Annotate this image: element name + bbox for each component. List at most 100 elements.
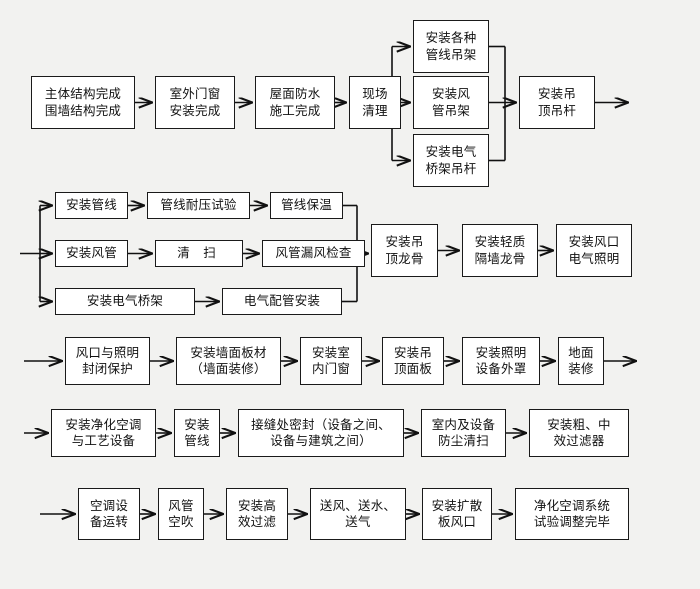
flow-node-n6: 安装风管吊架: [413, 76, 489, 129]
flow-node-line: 安装各种: [425, 31, 477, 45]
flow-node-n3: 屋面防水施工完成: [255, 76, 335, 129]
flow-node-n23: 安装吊顶面板: [382, 337, 444, 385]
flow-node-n33: 安装高效过滤: [226, 488, 288, 540]
flow-node-n4: 现场清理: [349, 76, 401, 129]
flow-node-n16: 电气配管安装: [222, 288, 342, 315]
flow-node-line: 管线吊架: [425, 47, 477, 62]
flow-node-line: 安装吊: [393, 345, 433, 360]
flow-node-line: 室外门窗: [169, 87, 221, 101]
flow-node-n12: 安装风管: [55, 240, 128, 267]
flow-node-n36: 净化空调系统试验调整完毕: [515, 488, 629, 540]
flow-node-n27: 安装管线: [174, 409, 220, 457]
flow-node-n29: 室内及设备防尘清扫: [421, 409, 506, 457]
flow-node-line: 围墙结构完成: [44, 103, 122, 118]
flow-node-line: 设备外罩: [475, 362, 527, 376]
flow-node-n26: 安装净化空调与工艺设备: [51, 409, 156, 457]
flow-node-n9: 安装管线: [55, 192, 128, 219]
flow-node-line: 安装照明: [475, 345, 527, 360]
flow-node-n32: 风管空吹: [158, 488, 204, 540]
flow-node-line: 试验调整完毕: [533, 515, 611, 529]
flow-node-n5: 安装各种管线吊架: [413, 20, 489, 73]
flow-node-line: 现场: [362, 87, 388, 101]
flow-node-line: 风管漏风检查: [275, 246, 352, 261]
flow-node-line: 安装管线: [66, 198, 117, 213]
flow-node-line: 安装吊: [385, 235, 424, 249]
flow-node-n34: 送风、送水、送气: [310, 488, 406, 540]
flow-node-n1: 主体结构完成围墙结构完成: [31, 76, 135, 129]
flow-node-n25: 地面装修: [558, 337, 604, 385]
flow-node-line: 内门窗: [311, 362, 351, 376]
flow-node-n10: 管线耐压试验: [147, 192, 250, 219]
flow-node-line: 与工艺设备: [71, 434, 136, 448]
flow-node-line: 顶龙骨: [385, 251, 424, 266]
flow-node-line: 隔墙龙骨: [474, 251, 526, 266]
flow-node-line: 安装电气: [425, 145, 477, 159]
flow-node-line: 效过滤器: [553, 434, 605, 448]
flow-node-line: 净化空调系统: [533, 498, 611, 513]
flow-node-line: 板风口: [437, 515, 477, 529]
flow-node-line: 安装室: [311, 345, 351, 360]
flow-node-line: 屋面防水: [269, 87, 321, 101]
flow-node-line: 安装净化空调: [65, 417, 142, 432]
flow-node-line: 施工完成: [269, 103, 321, 118]
flow-node-line: 顶面板: [393, 362, 433, 376]
flow-node-line: 室内及设备: [431, 417, 496, 432]
flow-node-line: 管吊架: [431, 103, 471, 118]
flow-node-line: 安装电气桥架: [86, 294, 164, 309]
flow-node-line: 安装完成: [169, 103, 221, 118]
flow-node-line: 安装墙面板材: [190, 345, 267, 360]
flow-node-line: 送气: [345, 515, 371, 529]
flow-node-line: 安装高: [237, 498, 277, 513]
flow-node-n28: 接缝处密封（设备之间、设备与建筑之间）: [238, 409, 404, 457]
flow-node-line: 桥架吊杆: [425, 161, 477, 176]
flow-node-line: 安装轻质: [474, 235, 526, 249]
flow-node-line: 装修: [568, 362, 594, 376]
flow-node-n21: 安装墙面板材 （墙面装修）: [176, 337, 281, 385]
flow-node-line: （墙面装修）: [190, 362, 267, 376]
flow-node-n11: 管线保温: [270, 192, 343, 219]
flow-node-line: 主体结构完成: [44, 87, 122, 101]
flow-node-line: 安装: [184, 417, 210, 432]
flow-node-line: 安装风: [431, 87, 471, 101]
flow-node-line: 接缝处密封（设备之间、: [251, 417, 391, 432]
flow-node-line: 设备与建筑之间）: [270, 434, 372, 448]
flow-node-line: 管线: [184, 434, 210, 448]
flow-node-line: 安装扩散: [431, 498, 483, 513]
flow-node-line: 安装粗、中: [547, 417, 611, 432]
flow-node-n14: 风管漏风检查: [262, 240, 365, 267]
flow-node-line: 管线保温: [281, 198, 332, 213]
flow-node-line: 防尘清扫: [438, 434, 489, 448]
flow-node-n35: 安装扩散板风口: [422, 488, 492, 540]
flow-node-n2: 室外门窗安装完成: [155, 76, 235, 129]
flow-node-n13: 清 扫: [155, 240, 243, 267]
flow-node-line: 电气配管安装: [243, 294, 321, 309]
flow-node-line: 管线耐压试验: [160, 198, 237, 213]
flow-node-n22: 安装室内门窗: [300, 337, 362, 385]
flow-node-n19: 安装风口电气照明: [556, 224, 632, 277]
flow-node-line: 备运转: [89, 515, 129, 529]
flow-node-line: 地面: [568, 345, 594, 360]
flow-node-n18: 安装轻质隔墙龙骨: [462, 224, 538, 277]
flow-node-n31: 空调设备运转: [78, 488, 140, 540]
flow-node-n24: 安装照明设备外罩: [462, 337, 540, 385]
flow-node-n8: 安装吊顶吊杆: [519, 76, 595, 129]
flow-node-line: 空吹: [168, 515, 194, 529]
flow-node-line: 电气照明: [568, 251, 620, 266]
flow-node-line: 空调设: [89, 498, 129, 513]
flow-node-line: 风管: [168, 498, 194, 513]
flow-node-line: 清 扫: [177, 246, 221, 261]
flow-node-n15: 安装电气桥架: [55, 288, 195, 315]
flow-node-n30: 安装粗、中效过滤器: [529, 409, 629, 457]
flow-node-line: 安装吊: [537, 87, 577, 101]
flow-node-line: 风口与照明: [75, 345, 140, 360]
flow-node-line: 顶吊杆: [537, 103, 577, 118]
flow-node-line: 安装风管: [66, 246, 117, 261]
flow-node-line: 封闭保护: [82, 362, 133, 376]
flow-node-line: 效过滤: [237, 515, 277, 529]
flow-node-n7: 安装电气桥架吊杆: [413, 134, 489, 187]
flow-node-n20: 风口与照明封闭保护: [65, 337, 150, 385]
flow-node-line: 清理: [362, 103, 388, 118]
flow-node-n17: 安装吊顶龙骨: [371, 224, 438, 277]
flow-node-line: 送风、送水、: [319, 498, 397, 513]
